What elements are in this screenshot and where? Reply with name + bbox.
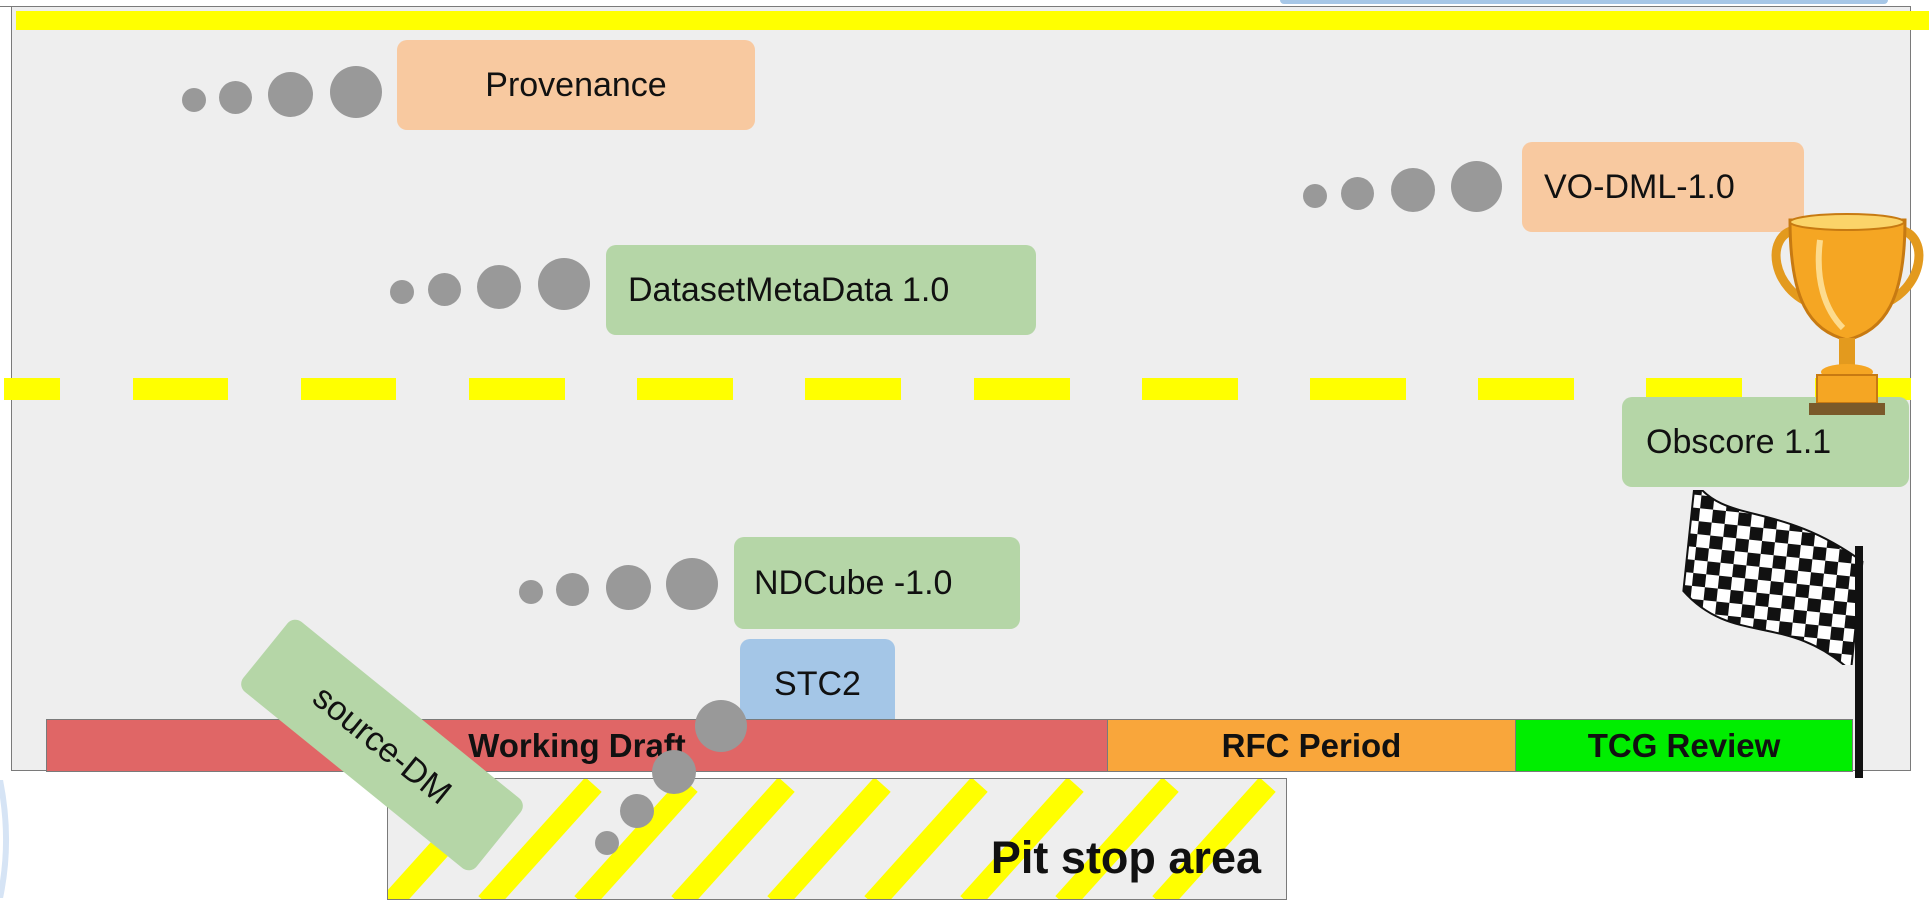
provenance-box: Provenance <box>397 40 755 130</box>
flag-pole <box>1855 546 1863 778</box>
progress-dot <box>1303 184 1327 208</box>
progress-dot <box>519 580 543 604</box>
dash <box>805 378 901 400</box>
dash <box>133 378 228 400</box>
progress-dot <box>1341 177 1374 210</box>
progress-dot <box>556 573 589 606</box>
checkered-flag-icon <box>1682 490 1864 665</box>
stage-rfc-period: RFC Period <box>1107 719 1516 772</box>
dash <box>1142 378 1238 400</box>
progress-dot <box>477 265 521 309</box>
progress-dot <box>595 831 619 855</box>
dash <box>1478 378 1574 400</box>
dash <box>637 378 733 400</box>
progress-dot <box>620 794 654 828</box>
dash <box>974 378 1070 400</box>
top-lane-line <box>16 11 1929 30</box>
stage-tcg-review: TCG Review <box>1515 719 1853 772</box>
progress-dot <box>666 558 718 610</box>
progress-dot <box>652 750 696 794</box>
progress-dot <box>1451 161 1502 212</box>
stage-working-draft: Working Draft <box>46 719 1108 772</box>
progress-dot <box>268 72 313 117</box>
stc2-box: STC2 <box>740 639 895 730</box>
dash <box>1646 378 1742 400</box>
pit-stop-area: Pit stop area <box>387 778 1287 900</box>
progress-dot <box>182 88 206 112</box>
pit-stop-label: Pit stop area <box>990 832 1261 883</box>
dash <box>4 378 60 400</box>
progress-dot <box>390 280 414 304</box>
progress-dot <box>219 81 252 114</box>
progress-dot <box>330 66 382 118</box>
dash <box>469 378 565 400</box>
trophy-icon <box>1771 213 1924 415</box>
progress-dot <box>606 565 651 610</box>
dataset-metadata-box: DatasetMetaData 1.0 <box>606 245 1036 335</box>
progress-dot <box>428 273 461 306</box>
left-edge-arc <box>0 780 9 898</box>
dash <box>301 378 396 400</box>
vo-dml-box: VO-DML-1.0 <box>1522 142 1804 232</box>
progress-dot <box>1391 168 1435 212</box>
progress-dot <box>695 700 747 752</box>
top-blue-box-edge <box>1280 0 1888 4</box>
progress-dot <box>538 258 590 310</box>
dash <box>1310 378 1406 400</box>
ndcube-box: NDCube -1.0 <box>734 537 1020 629</box>
